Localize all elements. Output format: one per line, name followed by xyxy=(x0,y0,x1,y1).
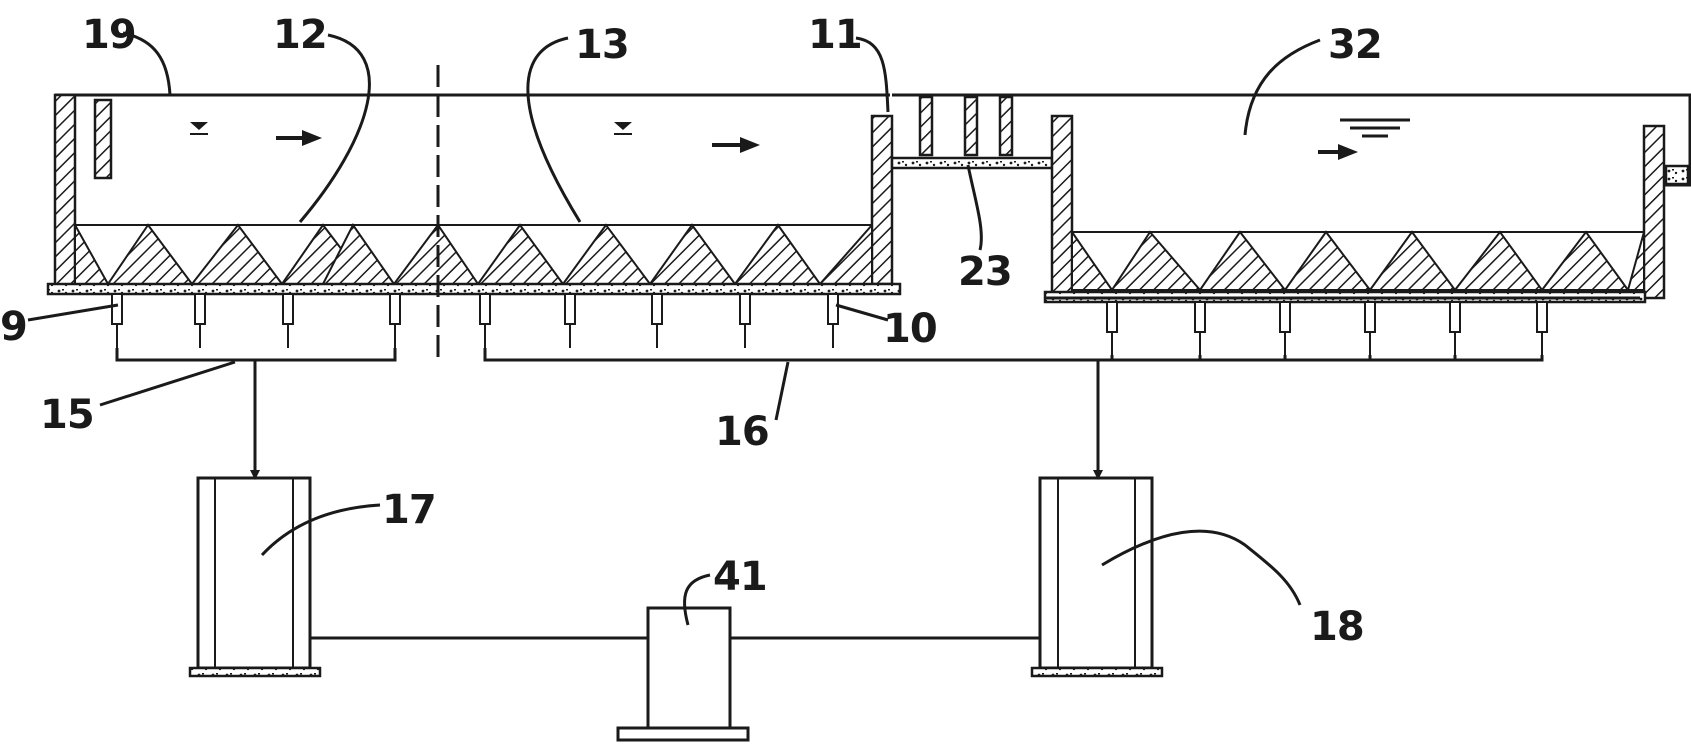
leader-10 xyxy=(835,303,889,322)
label-9: 9 xyxy=(0,304,27,350)
label-11: 11 xyxy=(808,12,862,58)
left-tank-base-slab xyxy=(46,282,902,296)
left-tank xyxy=(46,65,902,360)
water-level-icon xyxy=(1340,118,1410,138)
leader-9 xyxy=(27,303,119,322)
manifold-15 xyxy=(115,348,397,362)
label-23: 23 xyxy=(958,249,1012,295)
label-18: 18 xyxy=(1310,604,1364,650)
leader-11 xyxy=(855,36,890,113)
right-tank-left-wall xyxy=(1050,114,1074,300)
tank-17 xyxy=(188,476,322,678)
nozzle-9 xyxy=(111,293,123,348)
nozzle-10 xyxy=(827,293,839,348)
leader-18 xyxy=(1101,529,1302,606)
leader-13 xyxy=(526,36,582,223)
left-tank-cones xyxy=(74,221,873,285)
flow-arrow-icon xyxy=(712,137,760,153)
leader-19 xyxy=(122,31,172,96)
nozzles-right xyxy=(1106,301,1548,355)
left-tank-right-wall xyxy=(870,114,894,286)
leader-16 xyxy=(774,361,790,421)
tank-18 xyxy=(1030,476,1164,678)
label-17: 17 xyxy=(382,487,436,533)
left-tank-left-wall xyxy=(53,93,77,287)
label-15: 15 xyxy=(40,392,94,438)
flow-arrow-icon xyxy=(1318,144,1358,160)
right-tank-cones xyxy=(1071,228,1645,291)
leader-12 xyxy=(298,33,371,223)
water-level-icon xyxy=(190,122,208,135)
label-10: 10 xyxy=(883,306,937,352)
connector-channel xyxy=(890,93,1680,170)
leader-15 xyxy=(99,360,236,407)
label-12: 12 xyxy=(273,12,327,58)
right-tank xyxy=(1043,93,1691,304)
leader-41 xyxy=(683,573,711,626)
label-32: 32 xyxy=(1328,22,1382,68)
label-16: 16 xyxy=(715,409,769,455)
flow-arrow-icon xyxy=(276,130,322,146)
nozzles-left xyxy=(111,293,839,348)
leader-17 xyxy=(260,503,381,557)
water-level-icon xyxy=(614,122,632,135)
manifold-16 xyxy=(483,348,1544,362)
leader-23 xyxy=(966,164,983,251)
label-13: 13 xyxy=(575,22,629,68)
pump-41 xyxy=(616,606,750,742)
label-19: 19 xyxy=(82,12,136,58)
leader-32 xyxy=(1243,38,1321,136)
label-41: 41 xyxy=(713,554,767,600)
right-tank-right-wall xyxy=(1642,124,1666,300)
inlet-baffle xyxy=(93,98,113,180)
